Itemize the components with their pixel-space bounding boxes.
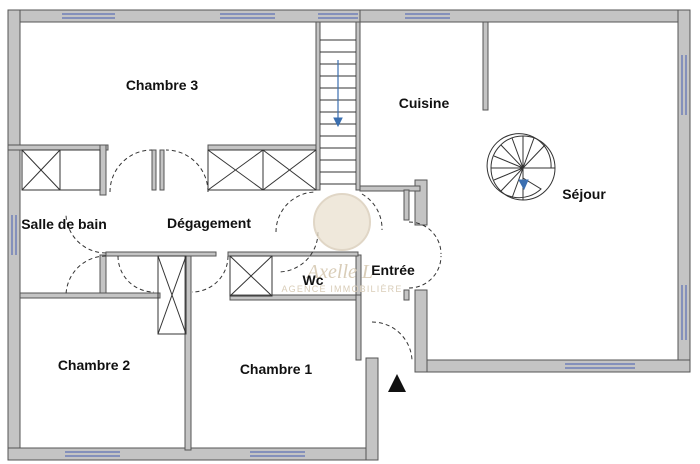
room-label-entree: Entrée <box>371 262 415 278</box>
room-label-chambre-1: Chambre 1 <box>240 361 313 377</box>
watermark-seal <box>313 193 371 251</box>
staircase-icon <box>320 39 356 185</box>
entrance-arrow-icon <box>388 374 406 392</box>
room-label-degagement: Dégagement <box>167 215 251 231</box>
door-swings <box>65 149 442 361</box>
agency-watermark: Axelle L AGENCE IMMOBILIÈRE <box>281 193 402 294</box>
room-label-sejour: Séjour <box>562 186 606 202</box>
watermark-name: Axelle L <box>305 261 373 283</box>
room-label-cuisine: Cuisine <box>399 95 450 111</box>
exterior-walls <box>7 9 691 461</box>
windows <box>11 13 687 457</box>
interior-walls <box>7 21 489 451</box>
closets <box>21 149 317 335</box>
spiral-staircase-icon <box>486 133 556 201</box>
watermark-subtitle: AGENCE IMMOBILIÈRE <box>281 284 402 294</box>
room-labels: Chambre 3 Cuisine Séjour Salle de bain D… <box>21 77 606 377</box>
room-label-wc: Wc <box>303 272 324 288</box>
room-label-chambre-2: Chambre 2 <box>58 357 131 373</box>
room-label-chambre-3: Chambre 3 <box>126 77 199 93</box>
room-label-salle-de-bain: Salle de bain <box>21 216 107 232</box>
